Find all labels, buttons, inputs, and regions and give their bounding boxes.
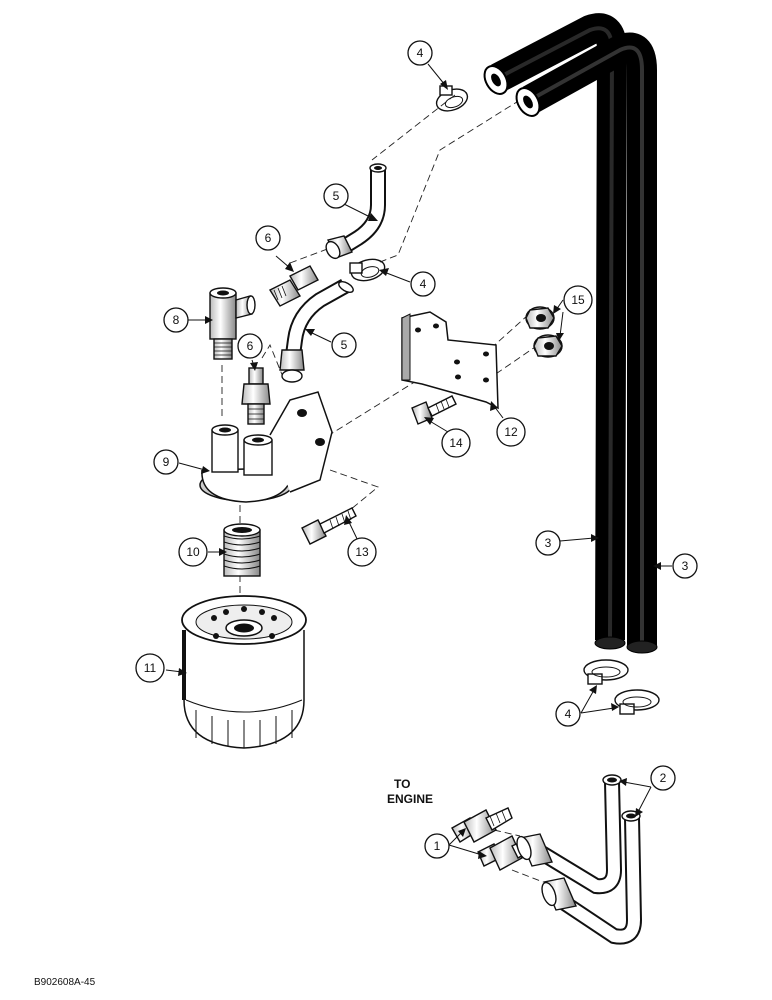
engine-elbow-tube-upper — [516, 774, 623, 895]
svg-text:8: 8 — [173, 313, 180, 327]
svg-text:13: 13 — [355, 545, 369, 559]
callout-15-flange-nuts: 15 — [563, 285, 593, 315]
callout-9-filter-head: 9 — [153, 449, 179, 475]
svg-text:12: 12 — [504, 425, 518, 439]
svg-text:4: 4 — [420, 277, 427, 291]
callout-11-oil-filter: 11 — [135, 653, 165, 683]
svg-text:4: 4 — [565, 707, 572, 721]
callout-4-lower-clamps: 4 — [555, 701, 581, 727]
callout-6-upper-nipple: 6 — [255, 225, 281, 251]
nipple-fitting-upper — [268, 265, 319, 307]
threaded-adapter — [223, 523, 261, 577]
cap-screw-14 — [411, 395, 457, 425]
callout-5-lower-tube: 5 — [331, 332, 357, 358]
callout-1-engine-fittings: 1 — [424, 833, 450, 859]
callout-4-top-clamp: 4 — [407, 40, 433, 66]
callout-6-lower-nipple: 6 — [237, 333, 263, 359]
svg-text:15: 15 — [571, 293, 585, 307]
hose-pair — [483, 13, 658, 654]
svg-text:5: 5 — [341, 338, 348, 352]
callout-3-hose-left: 3 — [535, 530, 561, 556]
svg-text:10: 10 — [186, 545, 200, 559]
to-engine-line-1: TO — [394, 777, 410, 791]
oil-filter — [181, 595, 307, 749]
callout-14-cap-screw: 14 — [441, 428, 471, 458]
callout-8-tee: 8 — [163, 307, 189, 333]
filter-head-adapter — [199, 391, 333, 503]
svg-text:9: 9 — [163, 455, 170, 469]
flange-nut-lower — [533, 334, 563, 358]
leader-lines — [165, 63, 672, 859]
figure-code: B902608A-45 — [34, 977, 96, 988]
hose-clamp-lower-1 — [583, 659, 629, 685]
engine-fitting-upper — [451, 807, 513, 843]
hose-clamp-lower-2 — [614, 689, 660, 715]
svg-text:5: 5 — [333, 189, 340, 203]
tee-fitting — [209, 287, 256, 360]
nipple-fitting-lower — [241, 367, 271, 425]
svg-text:4: 4 — [417, 46, 424, 60]
hose-clamp-top — [435, 85, 469, 112]
cap-screw-13 — [301, 507, 357, 545]
svg-text:3: 3 — [545, 536, 552, 550]
callout-4-middle-clamp: 4 — [410, 271, 436, 297]
flange-nut-upper — [525, 306, 555, 330]
callout-10-adapter: 10 — [178, 537, 208, 567]
svg-text:6: 6 — [265, 231, 272, 245]
svg-text:6: 6 — [247, 339, 254, 353]
to-engine-line-2: ENGINE — [387, 792, 433, 806]
svg-text:3: 3 — [682, 559, 689, 573]
bent-tube-lower — [279, 279, 354, 383]
callout-12-bracket: 12 — [496, 417, 526, 447]
svg-text:14: 14 — [449, 436, 463, 450]
bent-tube-upper — [325, 163, 387, 260]
svg-text:1: 1 — [434, 839, 441, 853]
callout-2-elbow-tubes: 2 — [650, 765, 676, 791]
callout-3-hose-right: 3 — [672, 553, 698, 579]
hose-clamp-middle — [349, 258, 386, 282]
to-engine-note: TO ENGINE — [387, 777, 433, 806]
svg-text:2: 2 — [660, 771, 667, 785]
callout-5-upper-tube: 5 — [323, 183, 349, 209]
mounting-bracket — [401, 311, 499, 410]
callout-13-cap-screw: 13 — [347, 537, 377, 567]
svg-text:11: 11 — [144, 661, 157, 675]
